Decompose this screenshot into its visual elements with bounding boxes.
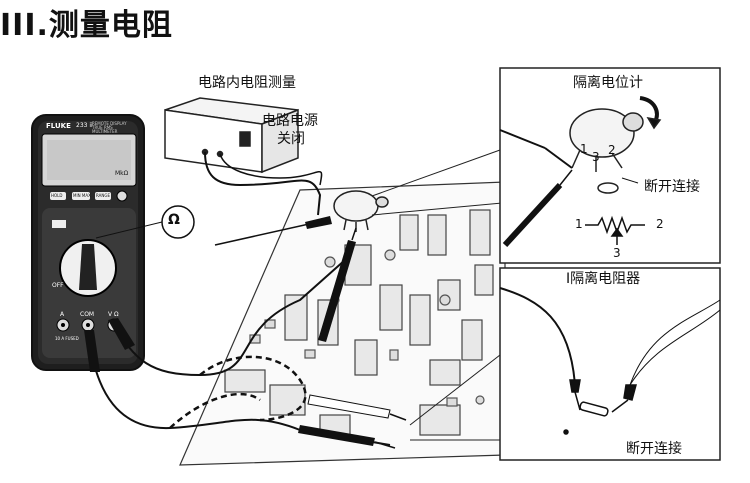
potentiometer — [333, 190, 389, 232]
meter-jack-com: COM — [80, 311, 95, 318]
schematic-pin-3: 3 — [613, 246, 621, 260]
zoom-box-resistor — [499, 267, 721, 461]
supply-wire-1 — [204, 151, 322, 216]
meter-jack-a: A — [60, 311, 65, 318]
power-supply — [164, 97, 299, 174]
meter-brand: FLUKE — [46, 122, 71, 130]
schematic-pin-2: 2 — [656, 217, 664, 231]
label-disconnect-1: 断开连接 — [644, 179, 700, 195]
label-isolate-resistor: I隔离电阻器 — [566, 271, 641, 287]
meter-jack-v: V Ω — [108, 311, 119, 318]
meter-subtitle: REMOTE DISPLAY TRUE RMS MULTIMETER — [92, 121, 127, 134]
dashed-lead-1 — [199, 355, 307, 422]
ohm-callout-line — [95, 221, 163, 239]
multimeter — [31, 114, 145, 371]
meter-hold-button[interactable]: HOLD — [51, 193, 63, 198]
meter-minmax-button[interactable]: MIN MAX — [73, 193, 91, 198]
ohm-callout-symbol: Ω — [168, 212, 180, 228]
meter-probe-plugs — [84, 318, 135, 372]
meter-display-unit: MkΩ — [115, 170, 129, 177]
circuit-board — [179, 181, 506, 466]
zoom-pot-detail — [499, 96, 662, 248]
meter-range-button[interactable]: RANGE — [96, 193, 110, 198]
supply-wire-2 — [219, 153, 323, 186]
meter-fused: 10 A FUSED — [55, 336, 79, 341]
meter-dial-off: OFF — [52, 282, 64, 289]
pot-pin-3: 3 — [592, 150, 600, 164]
lead-red-wire — [113, 259, 346, 377]
label-turned-off: 关闭 — [277, 131, 305, 147]
zoom-box-pot — [499, 67, 721, 264]
dashed-lead-2 — [169, 392, 261, 429]
label-in-circuit: 电路内电阻测量 — [198, 75, 296, 91]
page-title: III.测量电阻 — [0, 8, 173, 43]
pot-pin-1: 1 — [580, 142, 588, 156]
probe-tips-board — [214, 216, 407, 449]
schematic-pin-1: 1 — [575, 217, 583, 231]
meter-model: 233 ii — [76, 122, 93, 129]
pot-pin-2: 2 — [608, 143, 616, 157]
label-circuit-power: 电路电源 — [262, 113, 318, 129]
schematic-pot-symbol — [585, 215, 645, 245]
label-disconnect-2: 断开连接 — [626, 441, 682, 457]
zoom-resistor-detail — [499, 287, 721, 435]
label-isolate-pot: 隔离电位计 — [573, 75, 643, 91]
